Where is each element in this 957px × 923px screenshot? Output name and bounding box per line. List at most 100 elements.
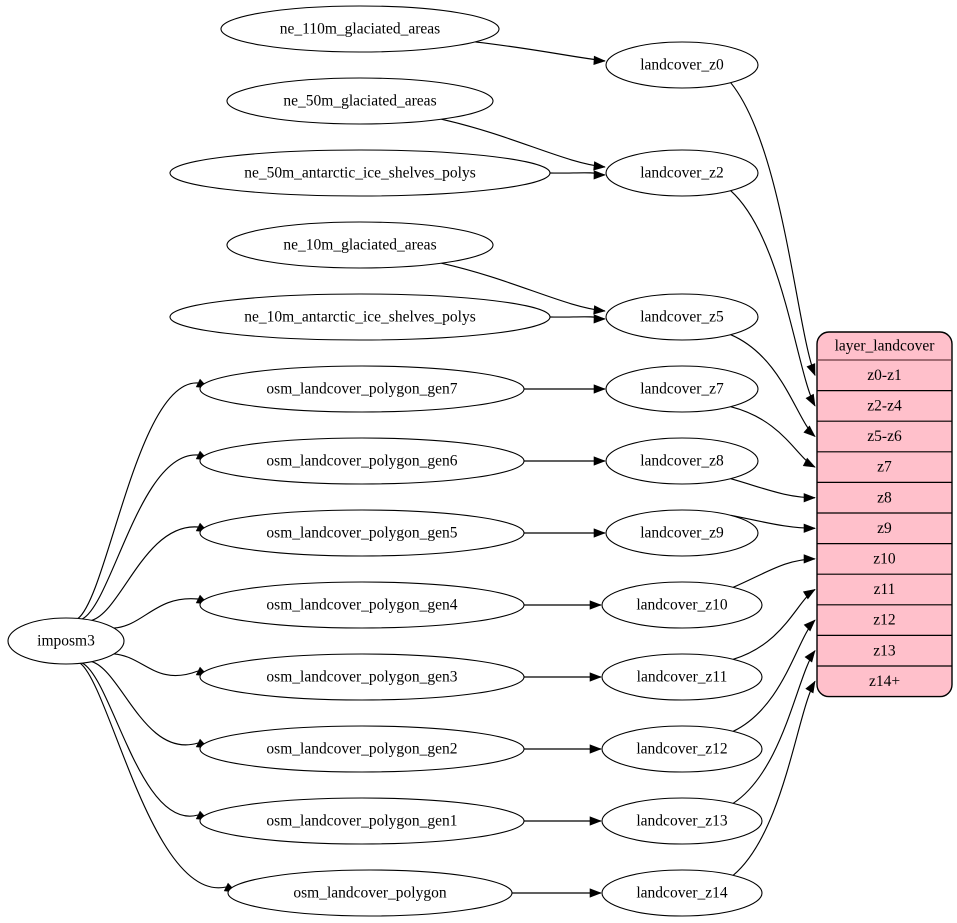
table-row-z2-z4[interactable]: z2-z4 — [817, 391, 952, 422]
node-label: landcover_z12 — [636, 741, 727, 758]
table-row-z8[interactable]: z8 — [817, 482, 952, 513]
table-row-z11[interactable]: z11 — [817, 574, 952, 605]
edge-ne-50m-antarctic-ice-shelves-polys-to-landcover-z2 — [549, 170, 606, 180]
edge-arrow — [593, 314, 606, 324]
node-shape — [605, 365, 759, 413]
edge-arrow — [589, 816, 602, 826]
node-landcover-z5[interactable]: landcover_z5 — [605, 293, 759, 341]
edge-arrow — [805, 393, 816, 407]
edge-arrow — [589, 600, 602, 610]
table-row-z9[interactable]: z9 — [817, 513, 952, 544]
edge-arrow — [802, 589, 816, 600]
edge-line — [82, 662, 199, 817]
edge-imposm3-to-osm-landcover-polygon-gen1 — [82, 662, 209, 821]
edge-line — [77, 382, 199, 619]
node-osm-landcover-polygon-gen7[interactable]: osm_landcover_polygon_gen7 — [199, 365, 525, 413]
node-shape — [199, 437, 525, 485]
node-shape — [7, 617, 125, 665]
edge-arrow — [593, 305, 606, 315]
node-landcover-z11[interactable]: landcover_z11 — [601, 653, 763, 701]
node-landcover-z7[interactable]: landcover_z7 — [605, 365, 759, 413]
node-shape — [601, 869, 763, 917]
edge-landcover-z2-to-table-row — [730, 190, 816, 407]
node-osm-landcover-polygon-gen6[interactable]: osm_landcover_polygon_gen6 — [199, 437, 525, 485]
node-label: ne_50m_glaciated_areas — [283, 93, 436, 110]
edge-arrow — [593, 384, 606, 394]
node-shape — [169, 293, 551, 341]
table-row-z0-z1[interactable]: z0-z1 — [817, 360, 952, 391]
node-osm-landcover-polygon-gen1[interactable]: osm_landcover_polygon_gen1 — [199, 797, 525, 845]
node-landcover-z9[interactable]: landcover_z9 — [605, 509, 759, 557]
edge-arrow — [589, 888, 602, 898]
edge-imposm3-to-osm-landcover-polygon — [79, 662, 237, 893]
node-landcover-z13[interactable]: landcover_z13 — [601, 797, 763, 845]
node-landcover-z2[interactable]: landcover_z2 — [605, 149, 759, 197]
edge-osm-landcover-polygon-gen3-to-landcover-z11 — [524, 672, 602, 682]
edge-line — [730, 190, 816, 407]
layer-landcover-table: layer_landcoverz0-z1z2-z4z5-z6z7z8z9z10z… — [816, 331, 953, 698]
edge-landcover-z12-to-table-row — [732, 619, 816, 732]
node-label: osm_landcover_polygon_gen1 — [266, 813, 457, 830]
node-shape — [199, 797, 525, 845]
node-landcover-z10[interactable]: landcover_z10 — [601, 581, 763, 629]
table-row-z12[interactable]: z12 — [817, 605, 952, 636]
nodes-layer: imposm3 ne_110m_glaciated_areas ne_50m_gla… — [7, 5, 763, 917]
edge-landcover-z8-to-table-row — [730, 478, 816, 503]
edge-arrow — [593, 170, 606, 180]
node-shape — [605, 149, 759, 197]
table-row-label: z7 — [877, 459, 892, 476]
edge-landcover-z10-to-table-row — [732, 554, 816, 588]
edge-line — [441, 118, 606, 168]
edge-arrow — [803, 523, 816, 533]
node-landcover-z8[interactable]: landcover_z8 — [605, 437, 759, 485]
node-label: ne_10m_antarctic_ice_shelves_polys — [244, 309, 476, 326]
table-row-z5-z6[interactable]: z5-z6 — [817, 421, 952, 452]
edge-ne-110m-glaciated-areas-to-landcover-z0 — [475, 41, 606, 66]
node-ne-10m-antarctic-ice-shelves-polys[interactable]: ne_10m_antarctic_ice_shelves_polys — [169, 293, 551, 341]
node-osm-landcover-polygon-gen3[interactable]: osm_landcover_polygon_gen3 — [199, 653, 525, 701]
node-label: osm_landcover_polygon_gen2 — [266, 741, 457, 758]
node-shape — [220, 5, 500, 53]
table-row-z7[interactable]: z7 — [817, 452, 952, 483]
node-landcover-z0[interactable]: landcover_z0 — [605, 41, 759, 89]
edge-line — [730, 82, 816, 376]
table-row-z14[interactable]: z14+ — [817, 666, 952, 697]
node-osm-landcover-polygon[interactable]: osm_landcover_polygon — [227, 869, 513, 917]
node-shape — [605, 437, 759, 485]
node-landcover-z14[interactable]: landcover_z14 — [601, 869, 763, 917]
edge-arrow — [593, 55, 606, 66]
edge-landcover-z5-to-table-row — [730, 334, 816, 438]
node-osm-landcover-polygon-gen5[interactable]: osm_landcover_polygon_gen5 — [199, 509, 525, 557]
node-osm-landcover-polygon-gen2[interactable]: osm_landcover_polygon_gen2 — [199, 725, 525, 773]
edge-ne-10m-glaciated-areas-to-landcover-z5 — [441, 262, 606, 315]
node-label: osm_landcover_polygon_gen7 — [266, 381, 457, 398]
node-ne-50m-glaciated-areas[interactable]: ne_50m_glaciated_areas — [226, 77, 494, 125]
table-row-z13[interactable]: z13 — [817, 635, 952, 666]
edge-arrow — [593, 456, 606, 466]
edge-line — [113, 653, 199, 677]
edge-ne-50m-glaciated-areas-to-landcover-z2 — [441, 118, 606, 171]
node-osm-landcover-polygon-gen4[interactable]: osm_landcover_polygon_gen4 — [199, 581, 525, 629]
node-ne-50m-antarctic-ice-shelves-polys[interactable]: ne_50m_antarctic_ice_shelves_polys — [169, 149, 551, 197]
edge-line — [82, 454, 199, 620]
edge-landcover-z7-to-table-row — [730, 406, 816, 468]
node-imposm3[interactable]: imposm3 — [7, 617, 125, 665]
node-label: imposm3 — [37, 633, 95, 650]
node-ne-110m-glaciated-areas[interactable]: ne_110m_glaciated_areas — [220, 5, 500, 53]
edge-landcover-z0-to-table-row — [730, 82, 816, 377]
edge-arrow — [803, 554, 816, 564]
table-row-z10[interactable]: z10 — [817, 544, 952, 575]
edge-arrow — [593, 161, 606, 171]
node-shape — [199, 725, 525, 773]
node-landcover-z12[interactable]: landcover_z12 — [601, 725, 763, 773]
edge-imposm3-to-osm-landcover-polygon-gen5 — [91, 522, 209, 621]
table-row-label: z8 — [877, 489, 892, 506]
edge-osm-landcover-polygon-gen6-to-landcover-z8 — [524, 456, 606, 466]
edge-line — [441, 262, 606, 312]
edge-osm-landcover-polygon-gen7-to-landcover-z7 — [524, 384, 606, 394]
node-ne-10m-glaciated-areas[interactable]: ne_10m_glaciated_areas — [226, 221, 494, 269]
node-shape — [605, 41, 759, 89]
edge-arrow — [593, 528, 606, 538]
table-row-label: z10 — [873, 550, 896, 567]
